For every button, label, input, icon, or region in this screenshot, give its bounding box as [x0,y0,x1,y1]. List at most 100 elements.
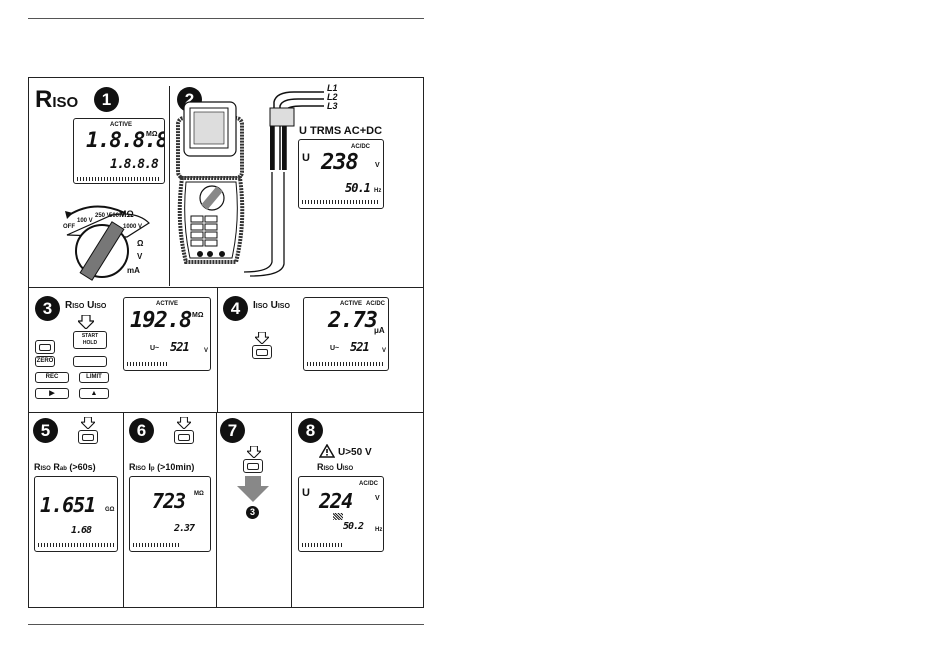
lcd-bargraph [77,177,161,181]
panel-2-lcd: AC/DC U 238 V 50.1 Hz [298,139,384,209]
swap-icon[interactable] [174,430,194,444]
lcd-active: ACTIVE [156,301,179,307]
lcd-sub-unit: V [204,348,209,354]
step-1-badge: 1 [94,87,119,112]
lcd-bargraph [127,362,167,366]
lcd-sub-label: U~ [150,345,160,352]
divider-7-8 [291,412,292,608]
lcd-units: MΩ [146,131,158,138]
lcd-bottom-value: 1.8.8.8 [110,157,159,172]
panel-4-lcd: ACTIVE AC/DC 2.73 μA U~ 521 V [303,297,389,371]
lcd-pattern [333,513,343,520]
lcd-unit: V [375,495,380,502]
knob-ma-label: mA [127,266,140,275]
multimeter-icon [176,91,324,277]
lcd-prefix: U [302,152,310,164]
down-arrow-icon [177,417,191,429]
step-3-badge: 3 [35,296,60,321]
lcd-sub-value: 50.1 [345,181,371,195]
big-down-arrow-icon [237,476,269,502]
knob-100v-label: 100 V [77,218,93,224]
panel-8-heading: RISO UISO [317,462,354,472]
lcd-unit: MΩ [194,491,204,497]
swap-key[interactable] [35,340,55,354]
swap-icon[interactable] [252,345,272,359]
knob-1000v-label: 1000 V [123,224,143,230]
divider-5-6 [123,412,124,608]
knob-v-label: V [137,252,143,261]
lcd-value: 224 [319,489,353,513]
lcd-bargraph [302,543,342,547]
lcd-unit: GΩ [105,507,115,513]
lcd-active: ACTIVE [110,122,133,128]
panel-5-lcd: 1.651 GΩ 1.68 [34,476,118,552]
lcd-value: 1.651 [40,493,96,517]
lcd-mode: AC/DC [359,481,378,487]
down-arrow-icon [255,332,269,344]
goto-step-3-badge: 3 [246,506,259,519]
knob-mohm-label: MΩ [119,209,134,219]
panel-1-title: RISO [35,86,79,113]
lcd-value: 723 [152,489,186,513]
lcd-unit: MΩ [192,312,204,319]
buzzer-key[interactable] [73,356,107,367]
rec-key[interactable]: REC [35,372,69,383]
lcd-sub-label: U~ [330,345,340,352]
start-hold-key[interactable]: START HOLD [73,331,107,349]
lcd-sub-value: 2.37 [174,523,195,534]
panel-3-lcd: ACTIVE 192.8 MΩ U~ 521 V [123,297,211,371]
panel-8-warning: U>50 V [338,447,372,458]
panel-3-heading: RISO UISO [65,300,107,311]
knob-off-label: OFF [63,224,75,230]
lcd-sub-value: 50.2 [343,521,364,532]
up-arrow-key[interactable]: ▲ [79,388,109,399]
lcd-active: ACTIVE [340,301,363,307]
lcd-top-value: 1.8.8.8 [86,128,165,152]
down-arrow-icon [78,315,94,329]
knob-250v-label: 250 V [95,213,111,219]
divider-row2 [29,412,423,413]
panel-4-heading: IISO UISO [253,300,290,311]
step-4-badge: 4 [223,296,248,321]
swap-icon[interactable] [243,459,263,473]
rotary-knob-icon [65,205,150,281]
knob-500v-label: 500 V [109,213,125,219]
lcd-bargraph [38,543,114,547]
warning-icon [319,444,335,458]
right-arrow-key[interactable]: ▶ [35,388,69,399]
line-l3: L3 [327,101,338,111]
down-arrow-icon [81,417,95,429]
panel-6-lcd: 723 MΩ 2.37 [129,476,211,552]
lcd-sub-unit: Hz [375,527,383,533]
divider-row1 [29,287,423,288]
divider-6-7 [216,412,217,608]
step-6-badge: 6 [129,418,154,443]
lcd-unit: μA [374,326,385,335]
knob-ohm-label: Ω [137,239,144,248]
limit-key[interactable]: LIMIT [79,372,109,383]
lcd-sub-unit: V [382,348,387,354]
lcd-value: 192.8 [130,308,192,333]
zero-key[interactable]: ZERO [35,356,55,367]
lcd-mode: AC/DC [366,301,385,307]
swap-icon[interactable] [78,430,98,444]
lcd-unit: V [375,162,380,169]
divider-3-4 [217,287,218,412]
top-rule [28,18,424,19]
panel-1-lcd: ACTIVE 1.8.8.8 MΩ 1.8.8.8 [73,118,165,184]
down-arrow-icon [247,446,261,458]
line-l1: L1 [327,83,338,93]
divider-1-2 [169,86,170,286]
lcd-bargraph [307,362,383,366]
lcd-bargraph [133,543,179,547]
bottom-rule [28,624,424,625]
lcd-value: 238 [321,150,359,175]
lcd-sub-value: 521 [350,340,370,354]
lcd-sub-unit: Hz [374,188,382,194]
lcd-sub-value: 521 [170,340,190,354]
lcd-value: 2.73 [328,308,378,333]
panel-5-heading: RISO Rab (>60s) [34,462,96,472]
figure-frame: RISO 1 ACTIVE 1.8.8.8 MΩ 1.8.8.8 OFF 100… [28,77,424,608]
step-8-badge: 8 [298,418,323,443]
lcd-mode: AC/DC [351,144,370,150]
